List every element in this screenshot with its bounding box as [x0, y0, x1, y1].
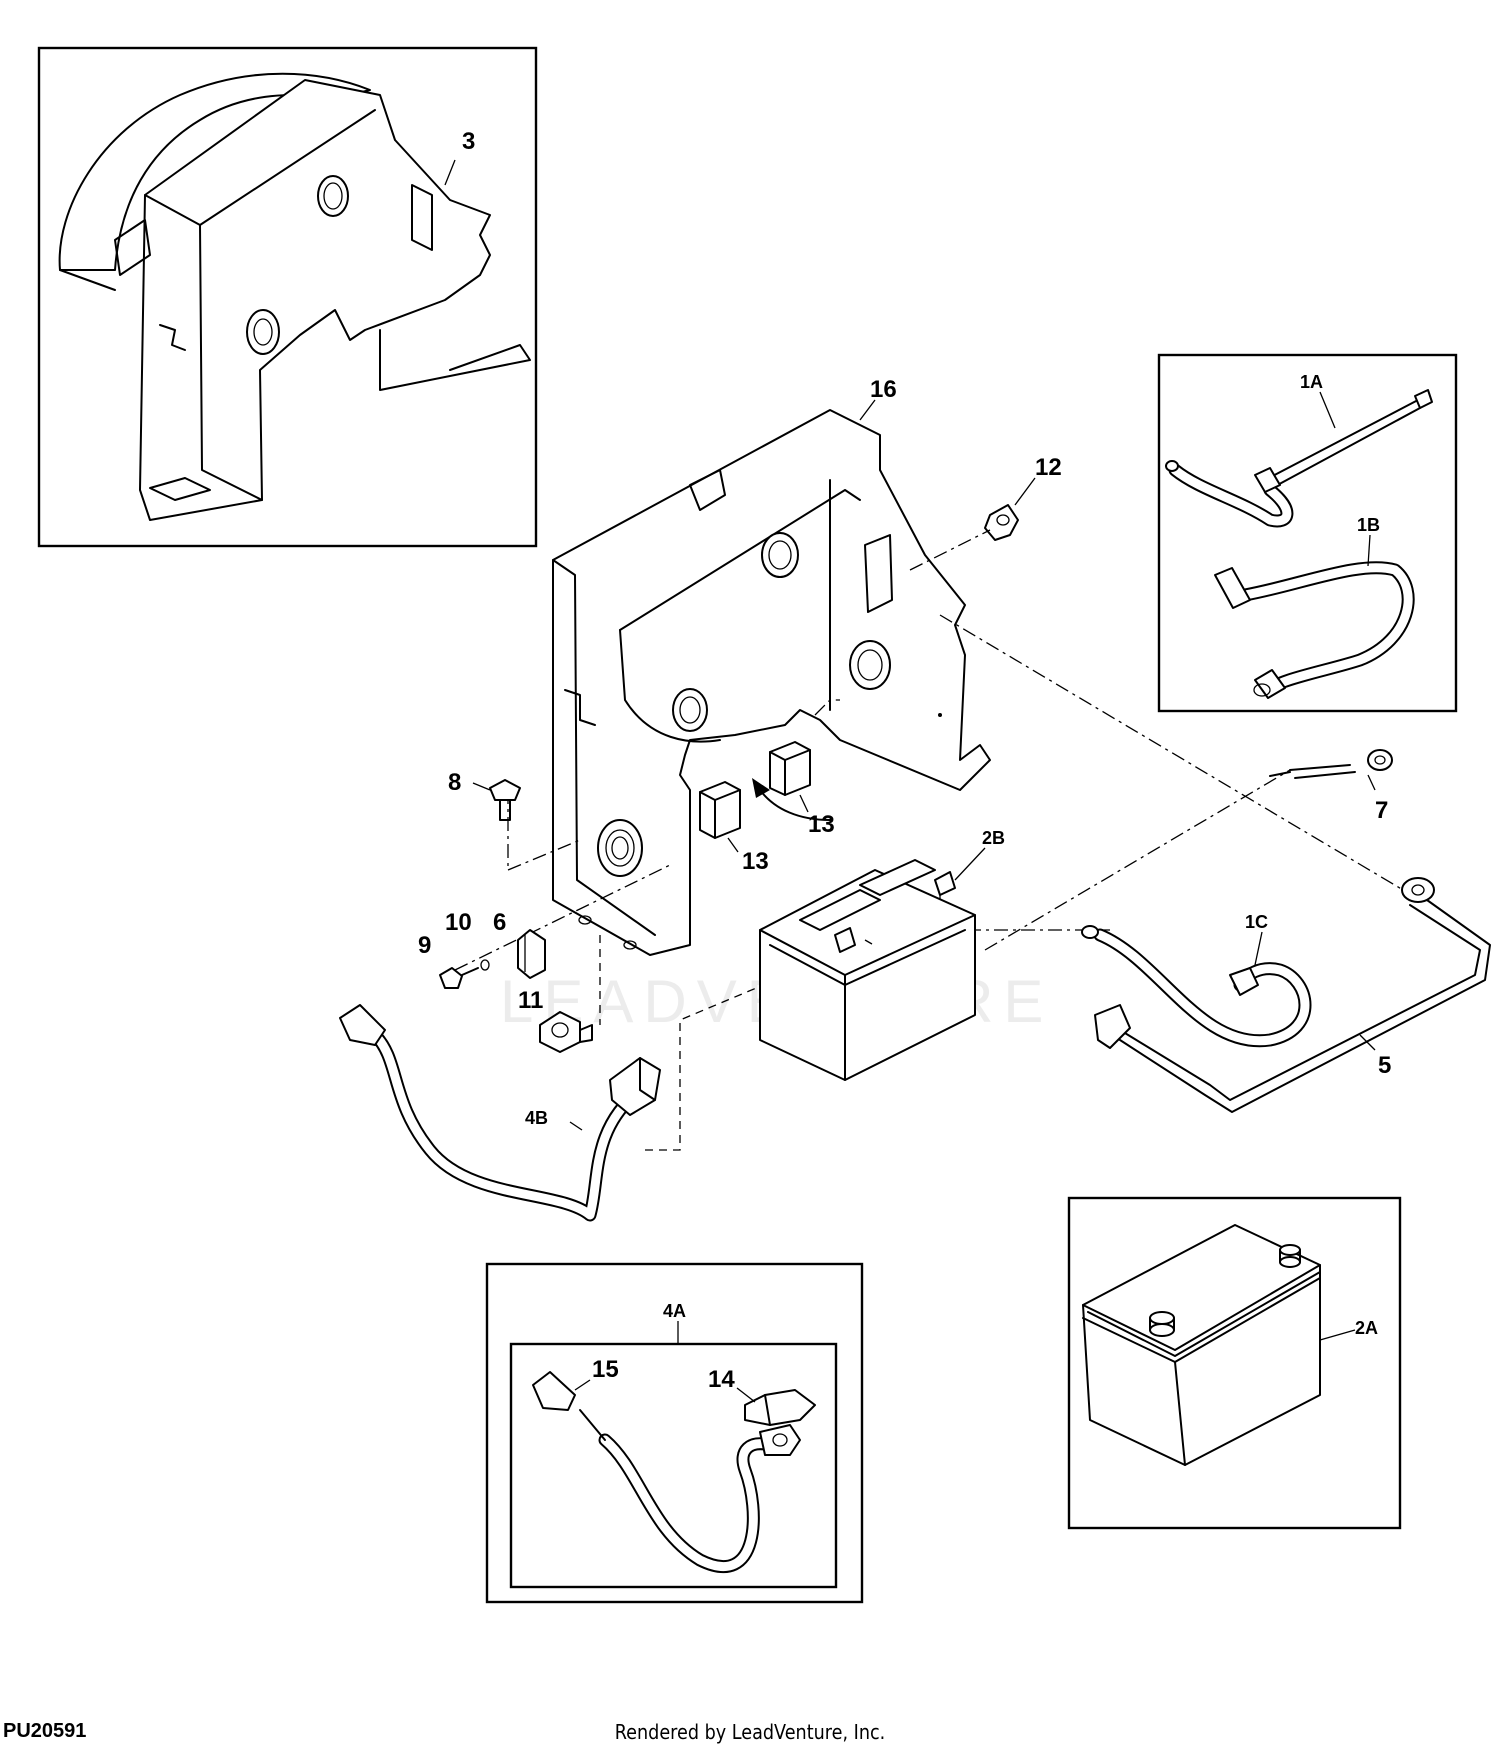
dash-line-8	[507, 839, 581, 871]
footer-credit: Rendered by LeadVenture, Inc.	[614, 1720, 886, 1744]
callout-7: 7	[1375, 797, 1388, 824]
cable-part-7	[1269, 749, 1393, 779]
bracket-part-16	[552, 409, 991, 956]
callout-16: 16	[870, 376, 897, 403]
callout-13-upper: 13	[808, 811, 835, 838]
callout-10: 10	[445, 909, 472, 936]
arrow-13	[759, 789, 831, 821]
inset-box-part-2a	[1067, 1196, 1402, 1530]
leader-13a	[799, 794, 809, 813]
dash-line-12	[909, 529, 991, 571]
inset-box-part-4a	[485, 1262, 864, 1604]
battery-part-2b	[759, 859, 976, 1081]
leader-13b	[727, 837, 739, 853]
callout-13-lower: 13	[742, 848, 769, 875]
dash-line-4b	[645, 954, 836, 1151]
callout-1b: 1B	[1357, 515, 1380, 535]
leader-1a	[1319, 391, 1336, 429]
callout-9: 9	[418, 932, 431, 959]
callout-15: 15	[592, 1356, 619, 1383]
inset-box-part-3	[37, 46, 538, 548]
cable-part-1c	[1081, 925, 1312, 1048]
washer-part-10	[480, 959, 490, 971]
callout-1c: 1C	[1245, 912, 1268, 932]
leader-1c	[1254, 931, 1263, 966]
leader-1b	[1367, 534, 1371, 567]
callout-8: 8	[448, 769, 461, 796]
cable-part-1b	[1214, 561, 1415, 699]
callout-12: 12	[1035, 454, 1062, 481]
bolt-part-8	[489, 779, 521, 821]
strap-part-5	[1094, 877, 1491, 1113]
relay-part-13-upper	[769, 741, 811, 796]
inset-box-parts-1a-1b	[1157, 353, 1458, 713]
leader-2b	[954, 847, 986, 881]
leader-4b	[569, 1121, 583, 1131]
battery-part-2a	[1082, 1224, 1321, 1466]
leader-8	[472, 782, 491, 791]
leader-2a	[1319, 1329, 1356, 1341]
relay-part-13-lower	[699, 781, 741, 839]
callout-1a: 1A	[1300, 372, 1323, 392]
nut-part-11	[539, 1011, 593, 1053]
callout-2a: 2A	[1355, 1318, 1378, 1338]
callout-6: 6	[493, 909, 506, 936]
figure-id: PU20591	[3, 1720, 87, 1742]
cable-part-1a	[1165, 389, 1433, 528]
callout-5: 5	[1378, 1052, 1391, 1079]
leader-12	[1014, 477, 1036, 506]
bracket-part-3	[58, 72, 531, 521]
dash-line-9	[454, 864, 671, 971]
leader-5	[1359, 1034, 1376, 1051]
dash-line-5	[939, 614, 1421, 901]
dash-line-13a	[814, 699, 840, 716]
leader-7	[1367, 774, 1376, 791]
leader-16	[859, 399, 876, 421]
clip-part-12	[984, 504, 1019, 541]
callout-3: 3	[462, 128, 475, 155]
callout-2b: 2B	[982, 828, 1005, 848]
leader-3	[444, 159, 456, 186]
callout-14: 14	[708, 1366, 735, 1393]
arrow-13-head	[752, 778, 770, 798]
leader-14	[736, 1387, 756, 1403]
cable-part-4a	[532, 1371, 801, 1574]
dash-line-7	[984, 769, 1291, 951]
terminal-cover-part-14	[744, 1389, 816, 1426]
screw-part-9	[439, 967, 479, 989]
cable-part-4b	[339, 1004, 661, 1222]
leader-15	[574, 1379, 591, 1391]
callout-11: 11	[518, 987, 543, 1014]
callout-4a: 4A	[663, 1301, 686, 1321]
clamp-part-6	[517, 929, 546, 979]
callout-4b: 4B	[525, 1108, 548, 1128]
